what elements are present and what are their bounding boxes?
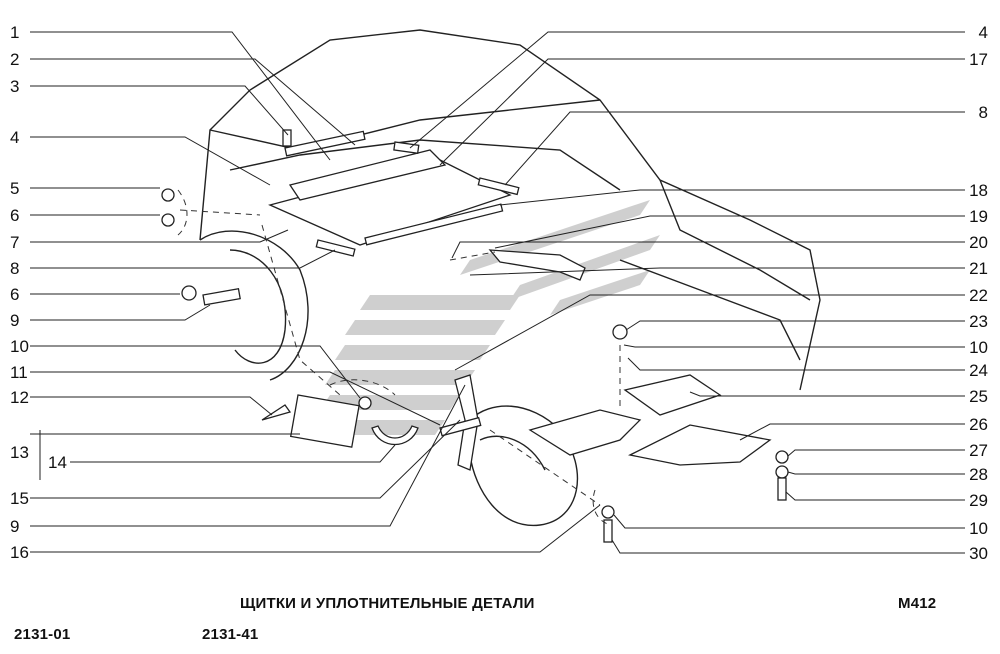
seal-strip-left bbox=[315, 239, 356, 257]
small-bracket bbox=[439, 416, 482, 437]
diagram-code: М412 bbox=[898, 595, 937, 612]
bolt-30 bbox=[603, 519, 613, 543]
bracket-arm bbox=[488, 249, 586, 281]
callout-l15: 14 bbox=[48, 453, 67, 472]
nut-6 bbox=[161, 213, 175, 227]
callout-l13: 12 bbox=[10, 388, 29, 407]
callout-r16: 29 bbox=[969, 491, 988, 510]
vehicle-outline bbox=[199, 29, 821, 527]
callout-l18: 16 bbox=[10, 543, 29, 562]
callout-r12: 25 bbox=[969, 387, 988, 406]
callout-l11: 10 bbox=[10, 337, 29, 356]
callout-l16: 15 bbox=[10, 489, 29, 508]
callout-l10: 9 bbox=[10, 311, 19, 330]
callout-r7: 21 bbox=[969, 259, 988, 278]
shield-rib bbox=[288, 149, 447, 201]
washer-10a bbox=[358, 396, 372, 410]
callout-r4: 18 bbox=[969, 181, 988, 200]
callout-l7: 7 bbox=[10, 233, 19, 252]
splash-guard-2 bbox=[623, 374, 722, 416]
callout-r18: 30 bbox=[969, 544, 988, 563]
callout-l8: 8 bbox=[10, 259, 19, 278]
washer-10b bbox=[601, 505, 615, 519]
callout-r10: 10 bbox=[969, 338, 988, 357]
seal-strip-top bbox=[284, 130, 366, 157]
clamp bbox=[371, 425, 419, 445]
washer-27 bbox=[775, 450, 789, 464]
bolt-3 bbox=[282, 129, 292, 147]
callout-l3: 3 bbox=[10, 77, 19, 96]
muffler-box bbox=[289, 394, 360, 448]
callout-l4: 4 bbox=[10, 128, 19, 147]
leader-lines-right bbox=[409, 31, 965, 554]
cone-plug bbox=[261, 404, 292, 421]
callout-l6: 6 bbox=[10, 206, 19, 225]
callouts-left: 1 2 3 4 5 6 7 8 6 9 10 11 12 13 14 15 9 … bbox=[10, 23, 67, 562]
callout-r15: 28 bbox=[969, 465, 988, 484]
callout-r17: 10 bbox=[969, 519, 988, 538]
leader-lines-left bbox=[30, 31, 601, 553]
callout-r8: 22 bbox=[969, 286, 988, 305]
callout-l5: 5 bbox=[10, 179, 19, 198]
nut-28 bbox=[775, 465, 789, 479]
model-code-1: 2131-01 bbox=[14, 626, 71, 643]
splash-guard-3 bbox=[628, 424, 772, 466]
seal-strip-right bbox=[477, 177, 520, 196]
callout-l9: 6 bbox=[10, 285, 19, 304]
diagram-title: ЩИТКИ И УПЛОТНИТЕЛЬНЫЕ ДЕТАЛИ bbox=[240, 595, 535, 612]
splash-guard bbox=[528, 409, 642, 456]
callout-r6: 20 bbox=[969, 233, 988, 252]
guide-lines bbox=[177, 189, 621, 526]
callout-l12: 11 bbox=[10, 363, 28, 382]
callout-r3: 8 bbox=[979, 103, 988, 122]
callout-l2: 2 bbox=[10, 50, 19, 69]
callout-l1: 1 bbox=[10, 23, 19, 42]
seal-strip-front bbox=[364, 203, 504, 246]
callout-r13: 26 bbox=[969, 415, 988, 434]
bolt-29 bbox=[777, 477, 787, 501]
parts bbox=[161, 129, 789, 543]
callout-r11: 24 bbox=[969, 361, 988, 380]
callout-r2: 17 bbox=[969, 50, 988, 69]
callout-l17: 9 bbox=[10, 517, 19, 536]
seal-strip-small bbox=[393, 141, 420, 154]
model-code-2: 2131-41 bbox=[202, 626, 259, 643]
nut-6b bbox=[181, 285, 197, 301]
washer-23 bbox=[612, 324, 628, 340]
callout-r9: 23 bbox=[969, 312, 988, 331]
callout-r1: 4 bbox=[979, 23, 988, 42]
mud-bracket bbox=[202, 287, 241, 306]
callout-r5: 19 bbox=[969, 207, 988, 226]
callout-r14: 27 bbox=[969, 441, 988, 460]
nut-5 bbox=[161, 188, 175, 202]
callout-l14: 13 bbox=[10, 443, 29, 462]
callouts-right: 4 17 8 18 19 20 21 22 23 10 24 25 26 27 … bbox=[969, 23, 988, 563]
